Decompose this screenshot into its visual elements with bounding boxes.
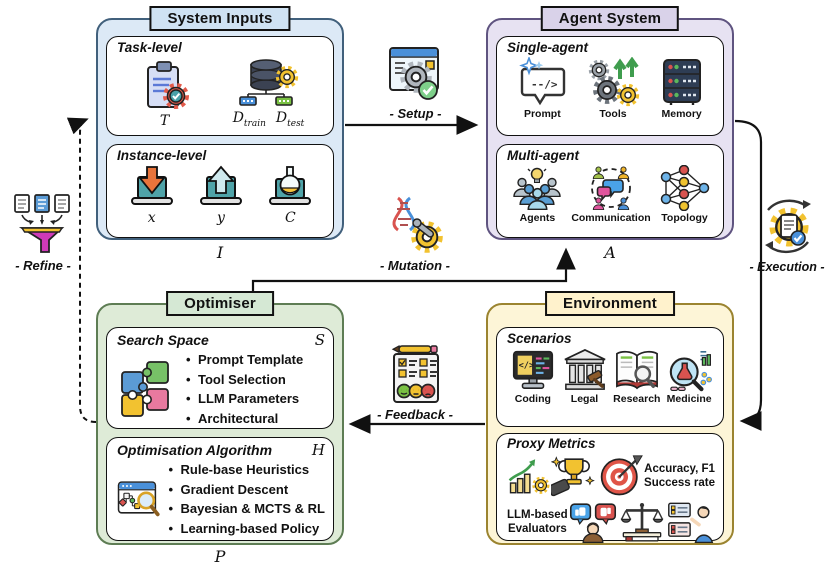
svg-text:</>: </>: [518, 361, 534, 371]
refine-funnel-icon: [14, 194, 70, 253]
search-space-list: Prompt Template Tool Selection LLM Param…: [185, 350, 303, 428]
task-clipboard-icon: [146, 60, 192, 112]
instance-level-label: Instance-level: [117, 148, 207, 163]
svg-text:--/>: --/>: [531, 78, 558, 91]
topology-caption: Topology: [661, 212, 708, 224]
mutation-icon: [392, 196, 444, 254]
agent-system-symbol: A: [604, 243, 616, 262]
algorithm-list: Rule-base Heuristics Gradient Descent Ba…: [168, 460, 325, 538]
algorithm-item: Gradient Descent: [168, 480, 325, 500]
puzzle-icon: [121, 361, 169, 417]
proxy-metrics-panel: Proxy Metrics: [496, 433, 724, 543]
single-agent-panel: Single-agent --/> Prompt: [496, 36, 724, 136]
output-laptop-icon: [199, 165, 242, 205]
multi-agent-label: Multi-agent: [507, 148, 579, 163]
prompt-caption: Prompt: [523, 108, 561, 120]
justice-scale-icon: [620, 502, 664, 542]
search-space-symbol: S: [314, 331, 325, 349]
agents-icon: [513, 167, 562, 210]
agent-system-title: Agent System: [540, 6, 680, 31]
search-space-item: LLM Parameters: [185, 389, 303, 409]
scenarios-panel: Scenarios </> Coding: [496, 327, 724, 427]
search-space-panel: Search Space S Prompt Template Tool Sele…: [106, 327, 334, 429]
medicine-icon: [669, 351, 713, 392]
algorithm-item: Bayesian & MCTS & RL: [168, 499, 325, 519]
setup-icon: [389, 47, 439, 100]
growth-chart-icon: [508, 459, 550, 494]
dataset-test-symbol: Dtest: [275, 110, 305, 129]
memory-caption: Memory: [661, 108, 702, 120]
communication-caption: Communication: [571, 212, 651, 224]
search-space-item: Architectural: [185, 409, 303, 429]
system-inputs-box: System Inputs Task-level T: [96, 6, 344, 240]
proxy-metrics-label: Proxy Metrics: [507, 436, 596, 451]
algorithm-search-icon: [117, 481, 160, 517]
dataset-train-symbol: Dtrain: [232, 110, 266, 129]
coding-icon: </>: [512, 350, 553, 389]
task-level-label: Task-level: [117, 40, 182, 55]
memory-icon: [662, 59, 701, 105]
llm-evaluators-text: LLM-based Evaluators: [507, 508, 568, 535]
search-space-item: Tool Selection: [185, 370, 303, 390]
input-symbol: x: [147, 210, 156, 226]
mutation-label: - Mutation -: [379, 258, 451, 273]
research-caption: Research: [613, 393, 661, 405]
optimiser-symbol: P: [214, 547, 226, 565]
communication-icon: [591, 166, 631, 210]
input-laptop-icon: [130, 166, 173, 205]
presenter-icon: [668, 502, 714, 543]
algorithm-item: Learning-based Policy: [168, 519, 325, 539]
llm-evaluator-icon: [569, 503, 616, 543]
optimisation-algorithm-label: Optimisation Algorithm: [117, 442, 273, 458]
accuracy-metrics-text: Accuracy, F1 Success rate: [644, 462, 715, 489]
output-symbol: y: [217, 210, 225, 226]
feedback-icon: [391, 345, 439, 403]
constraint-symbol: C: [284, 210, 296, 226]
environment-box: Environment Scenarios </> Coding: [486, 291, 734, 545]
instance-level-panel: Instance-level x y: [106, 144, 334, 238]
task-level-panel: Task-level T: [106, 36, 334, 136]
system-inputs-title: System Inputs: [149, 6, 291, 31]
tools-icon: [588, 57, 640, 107]
scenarios-label: Scenarios: [507, 331, 572, 346]
topology-icon: [660, 165, 709, 211]
optimisation-algorithm-symbol: H: [311, 441, 325, 459]
legal-icon: [564, 348, 605, 390]
execution-label: - Execution -: [749, 260, 825, 274]
optimiser-box: Optimiser Search Space S Prompt Template…: [96, 291, 344, 545]
agent-system-box: Agent System Single-agent --/> Prompt: [486, 6, 734, 240]
agents-caption: Agents: [519, 212, 556, 224]
refine-label: - Refine -: [15, 258, 71, 273]
medicine-caption: Medicine: [666, 393, 712, 405]
legal-caption: Legal: [570, 393, 599, 405]
multi-agent-panel: Multi-agent Agents: [496, 144, 724, 238]
prompt-icon: --/>: [519, 57, 566, 106]
single-agent-label: Single-agent: [507, 40, 589, 55]
coding-caption: Coding: [514, 393, 551, 405]
task-symbol: T: [159, 112, 170, 129]
target-icon: [600, 455, 643, 496]
research-icon: [615, 350, 658, 390]
algorithm-item: Rule-base Heuristics: [168, 460, 325, 480]
environment-title: Environment: [545, 291, 675, 316]
optimisation-algorithm-panel: Optimisation Algorithm H Rule-base H: [106, 437, 334, 541]
feedback-label: - Feedback -: [377, 407, 453, 422]
optimiser-title: Optimiser: [166, 291, 274, 316]
search-space-item: Prompt Template: [185, 350, 303, 370]
execution-icon: [765, 199, 811, 254]
dataset-database-icon: [238, 59, 305, 106]
search-space-label: Search Space: [117, 332, 209, 348]
setup-label: - Setup -: [389, 106, 442, 121]
inputs-set-symbol: I: [216, 243, 224, 262]
tools-caption: Tools: [599, 108, 627, 120]
trophy-icon: [551, 456, 596, 497]
constraint-flask-laptop-icon: [269, 166, 312, 205]
